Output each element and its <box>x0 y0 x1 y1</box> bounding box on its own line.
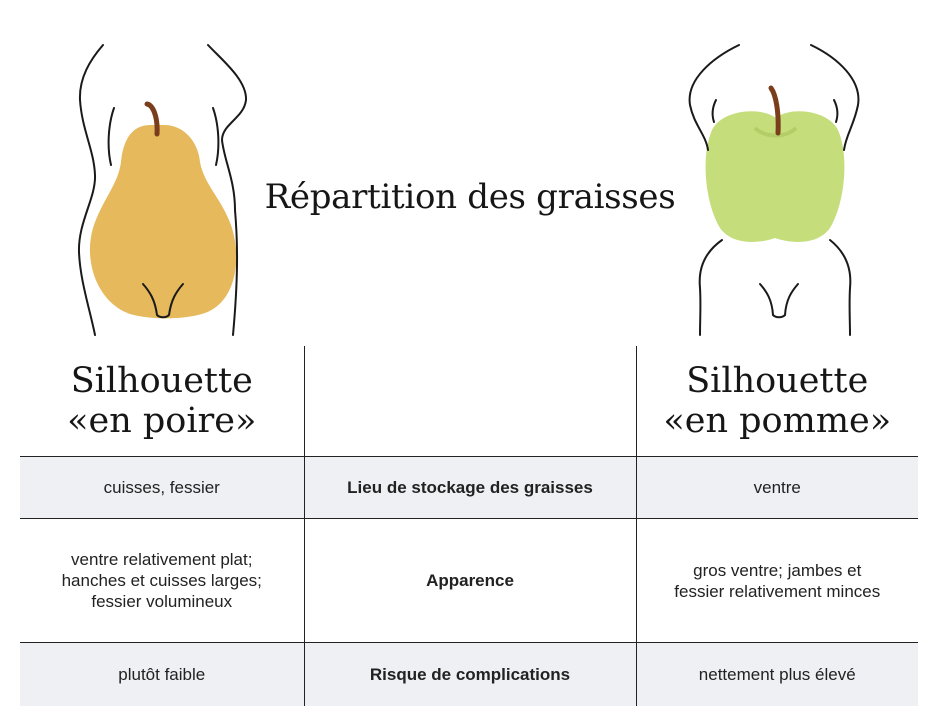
pear-stem <box>144 101 160 137</box>
pear-value-line: fessier volumineux <box>91 592 233 611</box>
pear-value: ventre relativement plat; hanches et cui… <box>20 518 305 643</box>
criterion-label: Apparence <box>303 518 637 643</box>
apple-value-line: ventre <box>753 478 801 497</box>
comparison-table: Silhouette «en poire» Silhouette «en pom… <box>20 346 918 706</box>
apple-value: ventre <box>635 456 918 519</box>
apple-body-right-outline <box>810 44 860 151</box>
apple-hips-right <box>829 239 852 336</box>
pear-body-left-arm <box>107 107 115 166</box>
pear-crotch <box>142 283 184 319</box>
apple-body-left-outline <box>688 44 740 151</box>
pear-heading-line1: Silhouette <box>70 361 253 401</box>
apple-value: gros ventre; jambes et fessier relativem… <box>635 518 918 643</box>
page-title: Répartition des graisses <box>264 177 676 217</box>
table-header-row: Silhouette «en poire» Silhouette «en pom… <box>20 346 918 457</box>
table-row: ventre relativement plat; hanches et cui… <box>20 518 918 643</box>
apple-value-line: nettement plus élevé <box>698 665 856 684</box>
pear-body-right-arm <box>212 107 220 166</box>
pear-value-line: plutôt faible <box>118 665 206 684</box>
header-empty-cell <box>303 346 637 457</box>
apple-body-left-arm <box>711 99 717 123</box>
pear-value: cuisses, fessier <box>20 456 305 519</box>
pear-body-illustration <box>77 44 248 336</box>
apple-body-right-arm <box>833 99 839 123</box>
apple-heading-line2: «en pomme» <box>663 401 892 441</box>
criterion-label: Risque de complications <box>303 642 637 706</box>
pear-value: plutôt faible <box>20 642 305 706</box>
apple-silhouette-heading: Silhouette «en pomme» <box>635 346 918 457</box>
apple-body-illustration <box>688 44 860 336</box>
apple-crotch <box>759 283 799 319</box>
pear-value-line: hanches et cuisses larges; <box>61 571 262 590</box>
pear-body-left-outline <box>77 44 104 336</box>
illustrations <box>77 44 860 336</box>
pear-body-right-outline <box>207 44 248 336</box>
pear-value-line: ventre relativement plat; <box>71 550 253 569</box>
apple-value: nettement plus élevé <box>635 642 918 706</box>
pear-value-line: cuisses, fessier <box>103 478 220 497</box>
criterion-label: Lieu de stockage des graisses <box>303 456 637 519</box>
pear-fruit <box>89 125 237 319</box>
apple-value-line: fessier relativement minces <box>674 581 881 601</box>
table-row: cuisses, fessier Lieu de stockage des gr… <box>20 456 918 519</box>
pear-silhouette-heading: Silhouette «en poire» <box>20 346 305 457</box>
apple-fruit-shade <box>753 126 798 138</box>
apple-hips-left <box>698 239 723 336</box>
apple-heading-line1: Silhouette <box>686 361 869 401</box>
table-row: plutôt faible Risque de complications ne… <box>20 642 918 706</box>
apple-fruit <box>705 111 845 242</box>
apple-stem <box>768 85 781 136</box>
apple-value-line: gros ventre; jambes et <box>693 560 862 580</box>
pear-heading-line2: «en poire» <box>67 401 257 441</box>
